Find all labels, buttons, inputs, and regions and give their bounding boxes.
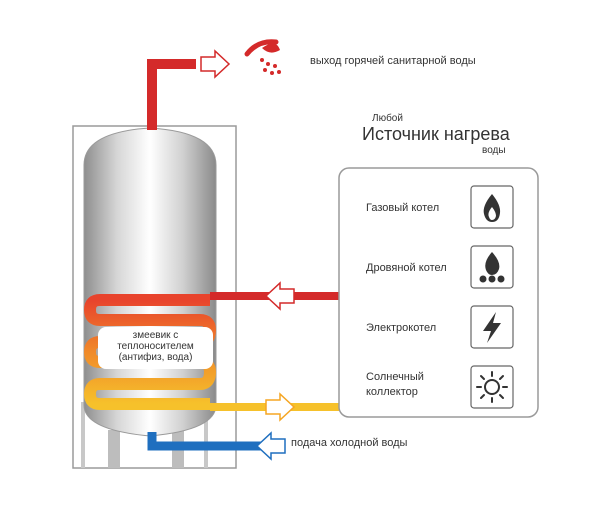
hot-supply-arrow <box>264 281 295 311</box>
shower-icon <box>244 39 281 75</box>
tank-leg-far-left <box>81 402 85 468</box>
heat-source-box <box>338 167 539 418</box>
coil-label: змеевик с теплоносителем (антифиз, вода) <box>98 327 213 369</box>
heating-coil <box>84 294 216 410</box>
heat-source-prefix: Любой <box>372 113 403 124</box>
gas-boiler-label: Газовый котел <box>366 202 440 214</box>
solar-collector-label: Солнечный коллектор <box>366 371 424 398</box>
lightning-icon <box>470 305 514 349</box>
sun-icon <box>470 365 514 409</box>
wood-fire-icon <box>470 245 514 289</box>
warm-return-arrow <box>265 392 296 422</box>
hot-water-out-label: выход горячей санитарной воды <box>310 55 476 67</box>
heat-source-title: Источник нагрева <box>362 124 510 144</box>
wood-boiler-label: Дровяной котел <box>366 262 447 274</box>
hot-water-pipe <box>147 59 196 130</box>
cold-water-pipe <box>147 432 262 451</box>
cold-water-in-label: подача холодной воды <box>291 437 408 449</box>
tank-leg-left <box>108 430 120 468</box>
cold-in-arrow <box>255 431 286 461</box>
heat-source-suffix: воды <box>482 145 506 156</box>
gas-flame-icon <box>470 185 514 229</box>
hot-out-arrow <box>200 49 231 79</box>
electric-boiler-label: Электрокотел <box>366 322 437 334</box>
tank-leg-far-right <box>204 402 208 468</box>
